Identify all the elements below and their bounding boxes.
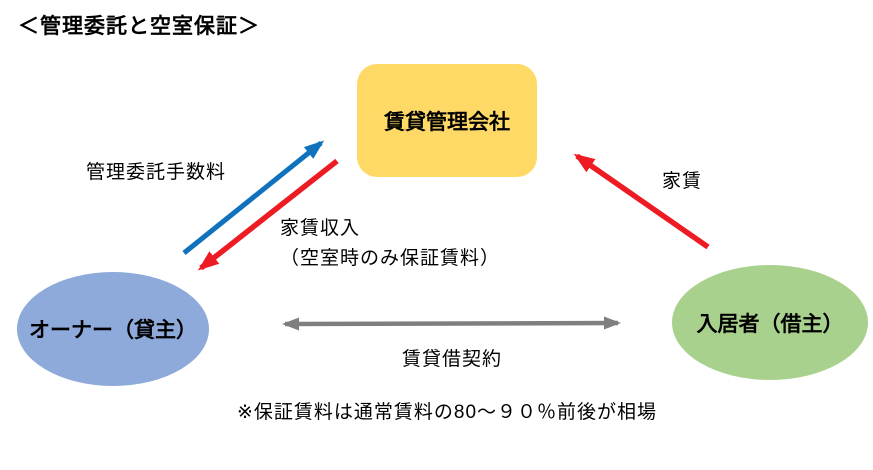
edge-label-rent-income-line2: （空室時のみ保証賃料）	[280, 248, 501, 269]
arrow-lease-contract	[282, 316, 621, 331]
edge-label-management-fee: 管理委託手数料	[86, 162, 227, 183]
node-tenant-label: 入居者（借主）	[696, 312, 844, 336]
diagram-title: ＜管理委託と空室保証＞	[18, 15, 260, 38]
edge-label-lease-contract: 賃貸借契約	[402, 349, 503, 370]
node-management-company-label: 賃貸管理会社	[384, 110, 510, 134]
node-tenant: 入居者（借主）	[672, 265, 868, 380]
arrow-rent-income	[197, 158, 339, 271]
guarantee-rate-note: ※保証賃料は通常賃料の80～９０％前後が相場	[237, 402, 658, 423]
node-owner-label: オーナー（貸主）	[29, 319, 197, 342]
node-management-company: 賃貸管理会社	[357, 64, 537, 177]
arrow-management-fee	[182, 140, 325, 255]
edge-label-rent-income-line1: 家賃収入	[280, 218, 361, 239]
arrow-rent	[573, 153, 710, 250]
edge-label-rent: 家賃	[662, 171, 703, 192]
node-owner: オーナー（貸主）	[17, 272, 209, 386]
edge-label-rent-income: 家賃収入 （空室時のみ保証賃料）	[280, 214, 500, 274]
